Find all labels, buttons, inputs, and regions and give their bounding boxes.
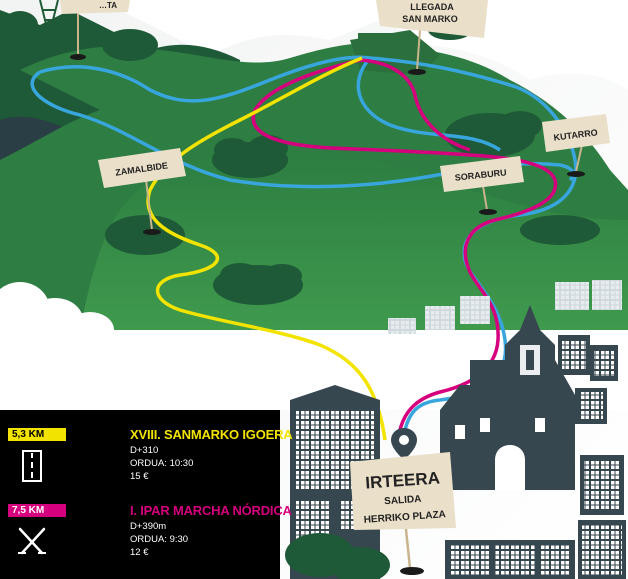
trees: [2, 11, 600, 305]
sign-llegada: LLEGADA SAN MARKO: [376, 0, 488, 75]
distance-badge-magenta: 7,5 KM: [8, 504, 66, 517]
route-price-yellow: 15 €: [130, 471, 149, 482]
sign-soraburu: SORABURU: [440, 156, 524, 215]
nordic-poles-icon: [18, 527, 46, 555]
distance-badge-yellow: 5,3 KM: [8, 428, 66, 441]
sign-salida-label: SALIDA: [384, 494, 422, 508]
route-elevation-yellow: D+310: [130, 445, 159, 456]
sign-irteera: IRTEERA SALIDA HERRIKO PLAZA: [350, 452, 456, 575]
sign-zamalbide: ZAMALBIDE: [98, 148, 186, 235]
road-icon: [22, 450, 42, 482]
map-pin-icon: [391, 428, 417, 460]
route-title-magenta: I. IPAR MARCHA NÓRDICA: [130, 503, 292, 518]
sign-san-marko-label: SAN MARKO: [402, 14, 458, 24]
legend-panel: 5,3 KM XVIII. SANMARKO IGOERA D+310 ORDU…: [0, 410, 293, 579]
route-title-yellow: XVIII. SANMARKO IGOERA: [130, 427, 293, 442]
route-yellow: [146, 56, 387, 441]
sign-llegada-label: LLEGADA: [410, 2, 454, 12]
sign-kutarro: KUTARRO: [542, 114, 610, 177]
route-time-magenta: ORDUA: 9:30: [130, 534, 189, 545]
sign-top-left: …TA: [60, 0, 130, 60]
radio-tower: [39, 0, 59, 33]
sign-top-left-label: …TA: [99, 1, 117, 10]
route-price-magenta: 12 €: [130, 547, 149, 558]
route-time-yellow: ORDUA: 10:30: [130, 458, 194, 469]
route-elevation-magenta: D+390m: [130, 521, 167, 532]
